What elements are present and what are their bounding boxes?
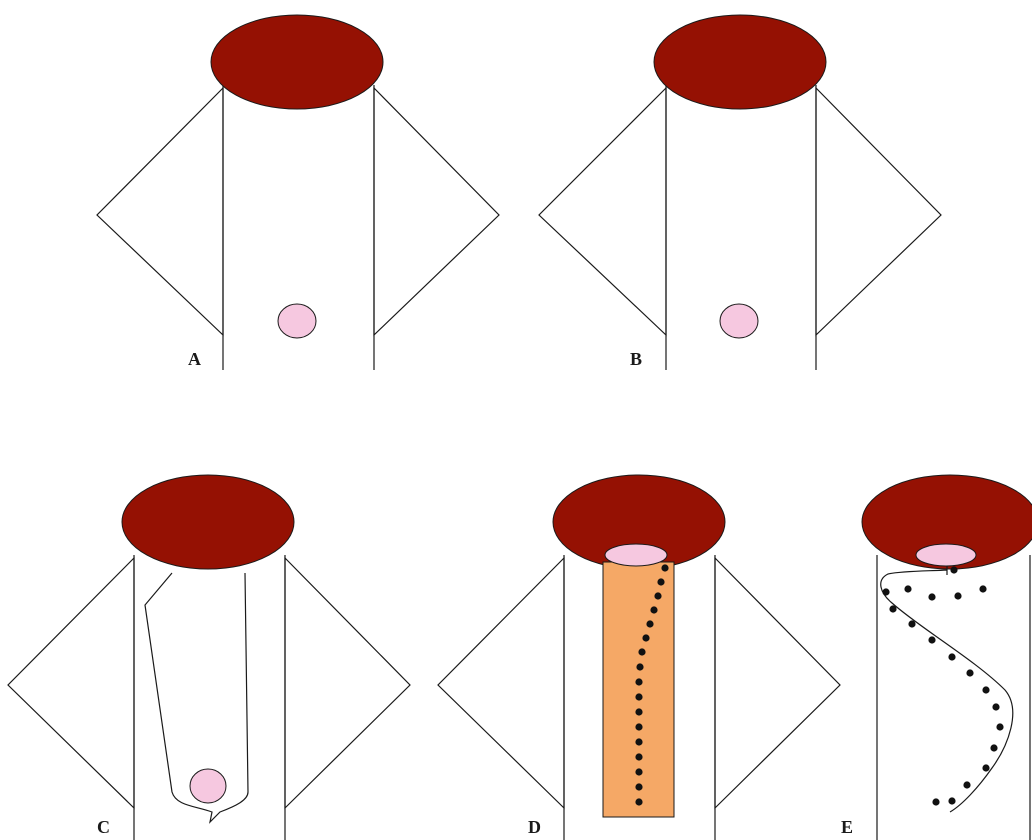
panel-e-suture-dot (928, 593, 936, 601)
panel-d-graft (602, 561, 675, 818)
panel-d-suture-dot (635, 783, 643, 791)
panel-d-suture-dot (636, 663, 644, 671)
panel-c-incision-outline (144, 572, 249, 824)
panel-e-suture-dot (982, 686, 990, 694)
panel-e-closure-line (880, 566, 1014, 813)
panel-e-suture-dot (928, 636, 936, 644)
panel-d-suture-dot (635, 723, 643, 731)
panel-d-neomeatus (604, 543, 668, 567)
panel-d-suture-dot (635, 708, 643, 716)
panel-a-urethral-meatus (277, 303, 317, 339)
panel-e-suture-dot (948, 797, 956, 805)
panel-a-left-flap (96, 86, 224, 337)
panel-e-label: E (841, 817, 853, 837)
panel-e-glans (861, 474, 1032, 570)
panel-d-suture-dot (635, 798, 643, 806)
panel-e-suture-dot (990, 744, 998, 752)
panel-c: C (7, 474, 411, 840)
panel-e-suture-dot (963, 781, 971, 789)
panel-d-right-flap (714, 556, 841, 810)
panel-d-suture-dot (654, 592, 662, 600)
panel-e-suture-dot (954, 592, 962, 600)
panel-e-suture-dot (908, 620, 916, 628)
panel-e-suture-dot (979, 585, 987, 593)
panel-b: B (538, 14, 942, 370)
panel-d-suture-line (635, 564, 669, 806)
panel-e-suture-dot (996, 723, 1004, 731)
panel-b-left-flap (538, 86, 667, 337)
panel-e-suture-dot (992, 703, 1000, 711)
panel-d-suture-dot (635, 753, 643, 761)
panel-e-suture-dot (904, 585, 912, 593)
panel-b-glans (653, 14, 827, 110)
panel-d-suture-dot (635, 768, 643, 776)
panel-e-suture-dot (982, 764, 990, 772)
panel-c-left-flap (7, 556, 135, 810)
panel-b-label: B (630, 349, 642, 369)
panel-c-label: C (97, 817, 110, 837)
panel-d-suture-dot (646, 620, 654, 628)
panel-e-suture-dot (932, 798, 940, 806)
panel-a-glans (210, 14, 384, 110)
panel-e: E (841, 474, 1032, 840)
panel-c-urethral-meatus (189, 768, 227, 804)
panel-c-glans (121, 474, 295, 570)
panel-d: D (437, 474, 841, 840)
panel-d-suture-dot (642, 634, 650, 642)
panel-d-suture-dot (638, 648, 646, 656)
panel-a: A (96, 14, 500, 370)
panel-c-right-flap (284, 556, 411, 810)
panel-e-suture-dot (948, 653, 956, 661)
panel-e-neomeatus (915, 543, 977, 567)
panel-d-suture-dot (635, 738, 643, 746)
panel-d-left-flap (437, 556, 565, 810)
panel-d-suture-dot (635, 693, 643, 701)
panel-e-suture-dot (882, 588, 890, 596)
panel-b-right-flap (815, 86, 942, 337)
panel-d-suture-dot (661, 564, 669, 572)
panel-d-suture-dot (657, 578, 665, 586)
panel-a-label: A (188, 349, 201, 369)
panel-d-suture-dot (635, 678, 643, 686)
panel-d-suture-dot (650, 606, 658, 614)
panel-b-urethral-meatus (719, 303, 759, 339)
panel-e-suture-dot (966, 669, 974, 677)
panel-a-right-flap (373, 86, 500, 337)
panel-e-suture-dot (889, 605, 897, 613)
panel-e-suture-line (882, 566, 1004, 806)
panel-d-label: D (528, 817, 541, 837)
panel-e-suture-dot (950, 566, 958, 574)
